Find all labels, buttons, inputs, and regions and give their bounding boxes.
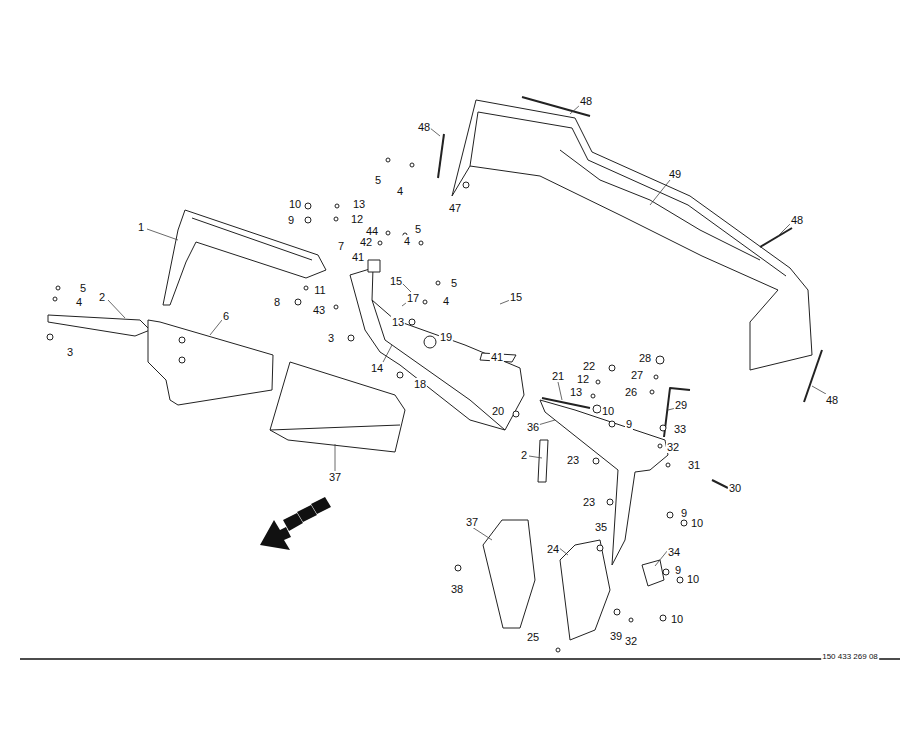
callout-number: 10 <box>670 613 684 625</box>
callout-number: 39 <box>609 630 623 642</box>
callout-number: 19 <box>439 331 453 343</box>
callout-number: 26 <box>624 386 638 398</box>
callout-number: 4 <box>75 296 83 308</box>
strip <box>542 398 590 408</box>
strip <box>438 134 444 178</box>
callout-number: 10 <box>690 517 704 529</box>
bracket <box>642 560 664 586</box>
callout-number: 5 <box>79 282 87 294</box>
callout-number: 13 <box>569 386 583 398</box>
frame-edge <box>470 112 786 276</box>
callout-number: 48 <box>790 214 804 226</box>
callout-number: 15 <box>389 275 403 287</box>
strip-plate <box>48 315 150 336</box>
callout-number: 6 <box>222 310 230 322</box>
callout-number: 48 <box>579 95 593 107</box>
callout-number: 9 <box>287 214 295 226</box>
callout-number: 5 <box>374 174 382 186</box>
leader-lines <box>108 105 826 566</box>
callout-number: 18 <box>413 378 427 390</box>
top-frame <box>452 100 812 370</box>
callout-number: 22 <box>582 360 596 372</box>
callout-number: 37 <box>465 516 479 528</box>
callout-number: 32 <box>624 635 638 647</box>
drawing-number: 150 433 269 08 <box>821 652 879 661</box>
callout-number: 13 <box>352 198 366 210</box>
callout-number: 30 <box>728 482 742 494</box>
callout-number: 4 <box>403 235 411 247</box>
callout-number: 15 <box>509 291 523 303</box>
side-frame <box>540 400 668 565</box>
cover-plate <box>270 362 405 452</box>
callout-number: 9 <box>680 507 688 519</box>
callout-number: 49 <box>668 168 682 180</box>
callout-number: 24 <box>546 543 560 555</box>
callout-number: 36 <box>526 421 540 433</box>
side-frame <box>163 210 326 305</box>
plate-edge <box>270 425 400 430</box>
callout-number: 12 <box>350 213 364 225</box>
callout-number: 8 <box>273 296 281 308</box>
callout-number: 17 <box>406 292 420 304</box>
callout-number: 2 <box>98 291 106 303</box>
callout-number: 32 <box>666 441 680 453</box>
rod <box>664 388 690 437</box>
hole <box>179 337 185 343</box>
strip-plate <box>538 440 548 482</box>
callout-number: 10 <box>288 198 302 210</box>
callout-number: 43 <box>312 304 326 316</box>
callout-number: 13 <box>391 316 405 328</box>
callout-number: 38 <box>450 583 464 595</box>
frame-edge <box>560 150 760 260</box>
callout-number: 23 <box>582 496 596 508</box>
callout-number: 31 <box>687 459 701 471</box>
callout-number: 4 <box>396 185 404 197</box>
callout-number: 3 <box>66 346 74 358</box>
callout-number: 9 <box>625 418 633 430</box>
callout-number: 35 <box>594 521 608 533</box>
chute-edge <box>372 300 505 430</box>
hole <box>179 357 185 363</box>
callout-number: 23 <box>566 454 580 466</box>
callout-number: 47 <box>448 202 462 214</box>
rule <box>20 658 900 660</box>
callout-number: 25 <box>526 631 540 643</box>
side-plate <box>148 320 273 405</box>
callout-number: 27 <box>630 369 644 381</box>
callout-number: 29 <box>674 399 688 411</box>
callout-number: 48 <box>825 394 839 406</box>
callout-number: 48 <box>417 121 431 133</box>
callout-number: 41 <box>351 251 365 263</box>
callout-number: 12 <box>576 373 590 385</box>
callout-number: 3 <box>327 332 335 344</box>
strip <box>760 228 792 247</box>
callout-number: 37 <box>328 471 342 483</box>
callout-number: 20 <box>491 405 505 417</box>
callout-number: 9 <box>674 564 682 576</box>
hardware <box>47 158 728 652</box>
callout-number: 41 <box>490 351 504 363</box>
callout-number: 34 <box>667 546 681 558</box>
hole <box>424 336 436 348</box>
callout-number: 28 <box>638 352 652 364</box>
callout-number: 2 <box>520 449 528 461</box>
callout-number: 10 <box>601 405 615 417</box>
callout-number: 33 <box>673 423 687 435</box>
callout-number: 10 <box>686 573 700 585</box>
direction-arrow <box>260 497 331 550</box>
strip <box>804 350 822 402</box>
callout-number: 5 <box>414 223 422 235</box>
callout-number: 4 <box>442 295 450 307</box>
callout-number: 42 <box>359 236 373 248</box>
chute <box>350 268 524 430</box>
callout-number: 11 <box>313 284 326 296</box>
callout-number: 5 <box>450 277 458 289</box>
callout-number: 14 <box>370 362 384 374</box>
cover-plate <box>483 520 535 628</box>
callout-number: 21 <box>551 370 565 382</box>
callout-number: 1 <box>137 221 145 233</box>
callout-number: 7 <box>337 240 345 252</box>
